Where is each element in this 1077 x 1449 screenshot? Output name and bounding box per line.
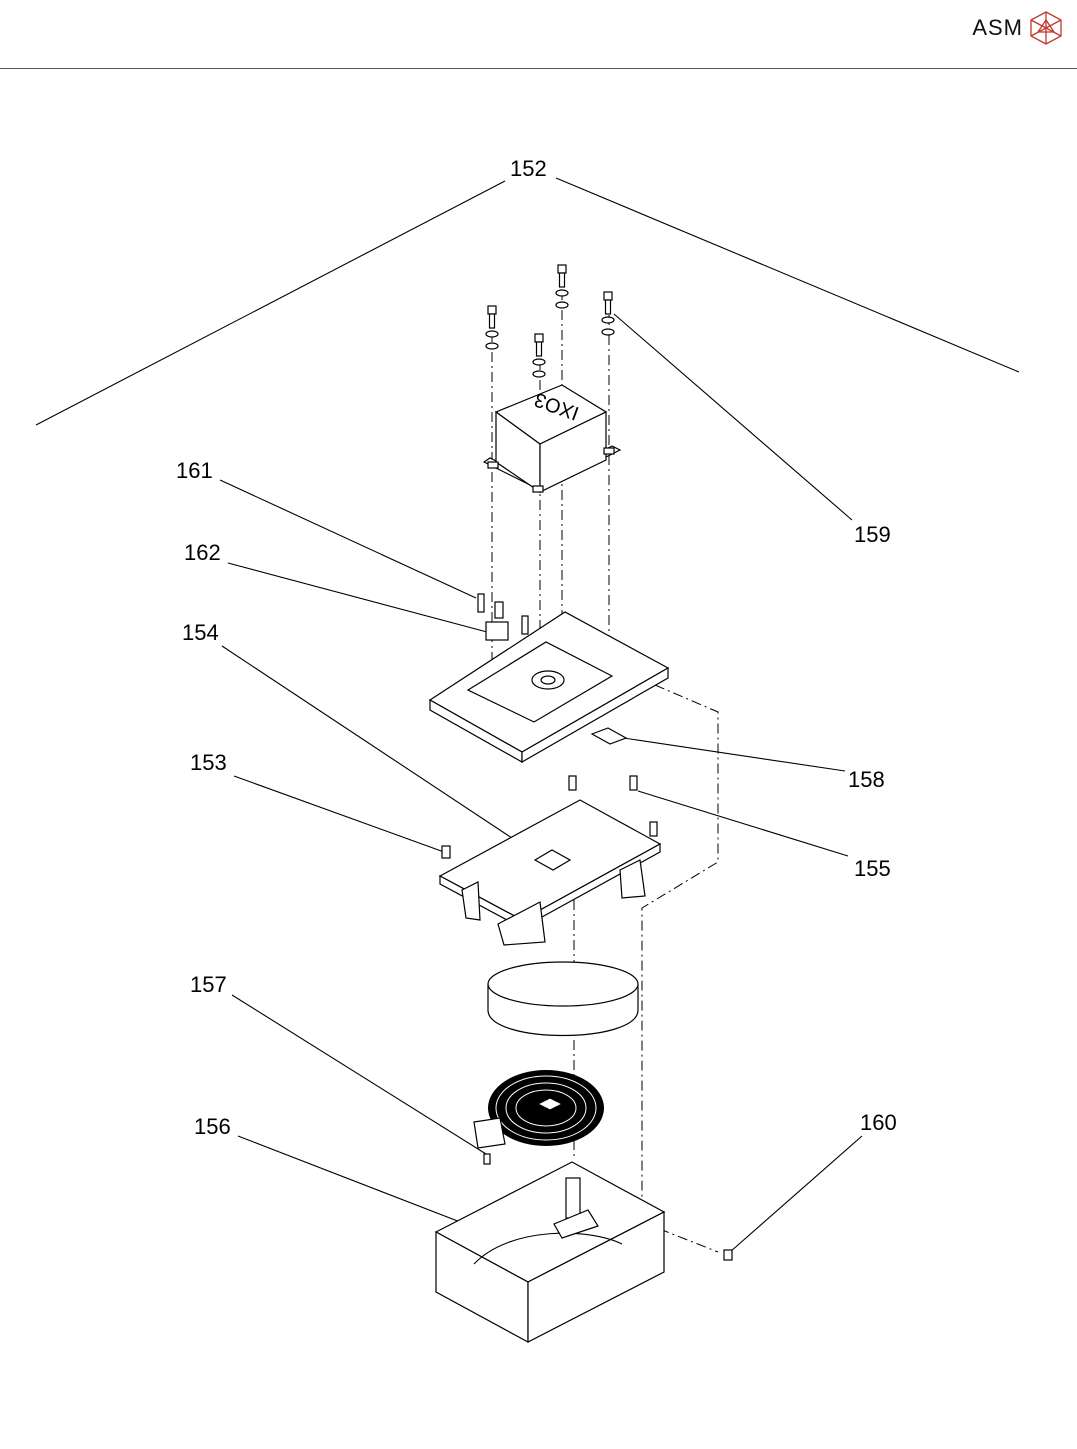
- label-158: [592, 728, 626, 744]
- callout-153: 153: [190, 752, 227, 774]
- callout-152: 152: [510, 158, 547, 180]
- cylindrical-shield: [488, 962, 638, 1036]
- screws-159: [486, 265, 614, 377]
- callout-157: 157: [190, 974, 227, 996]
- coil-disk: [474, 1070, 604, 1164]
- callout-159: 159: [854, 524, 891, 546]
- callout-160: 160: [860, 1112, 897, 1134]
- upper-mounting-plate: [430, 594, 668, 762]
- callout-158: 158: [848, 769, 885, 791]
- callout-161: 161: [176, 460, 213, 482]
- callout-156: 156: [194, 1116, 231, 1138]
- callout-155: 155: [854, 858, 891, 880]
- lower-plate: [440, 776, 660, 945]
- base-box: [436, 1162, 732, 1342]
- callout-162: 162: [184, 542, 221, 564]
- callout-154: 154: [182, 622, 219, 644]
